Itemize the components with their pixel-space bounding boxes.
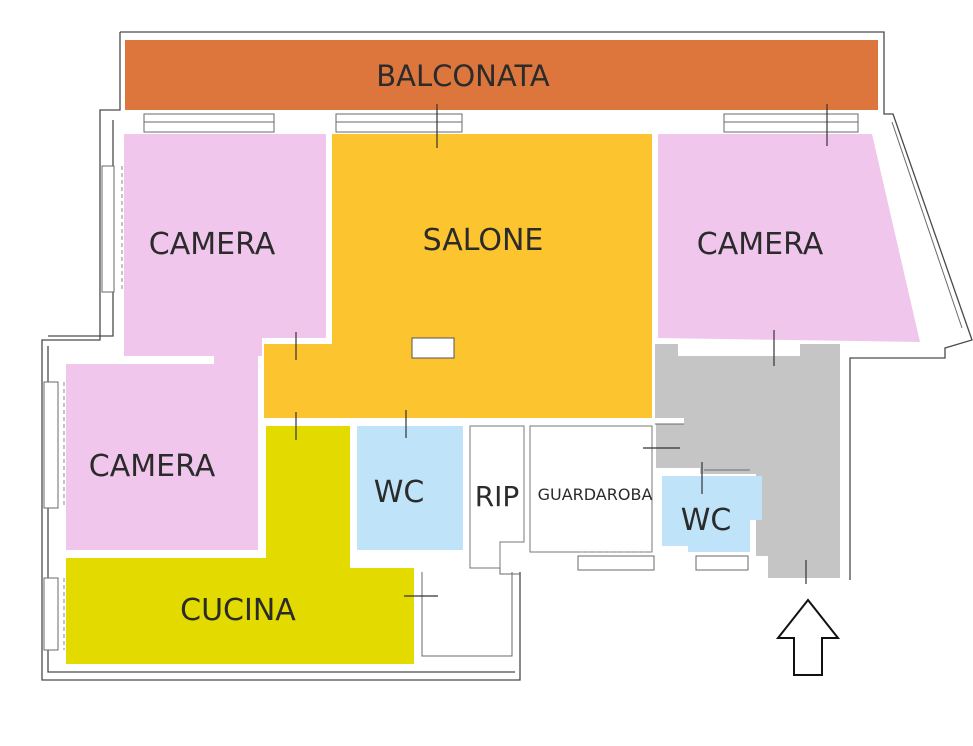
room-camera-right <box>658 134 920 342</box>
room-camera-lower <box>66 343 258 550</box>
room-wc-left <box>357 426 463 550</box>
room-label-cucina: CUCINA <box>180 593 296 628</box>
room-label-wc-right: WC <box>681 503 732 538</box>
room-balconata <box>125 40 878 110</box>
room-salone <box>264 134 652 418</box>
pillar <box>411 337 455 359</box>
dashed-lines <box>63 166 652 650</box>
room-label-wc-left: WC <box>374 475 425 510</box>
inner-walls <box>421 423 750 657</box>
room-label-rip: RIP <box>475 480 520 513</box>
room-guardaroba <box>529 425 653 553</box>
room-label-camera-lower: CAMERA <box>89 449 216 484</box>
room-label-salone: SALONE <box>423 223 544 258</box>
room-label-camera-right: CAMERA <box>697 227 824 262</box>
arrow-up-icon <box>775 598 841 676</box>
room-label-camera-left: CAMERA <box>149 227 276 262</box>
room-rip <box>469 425 525 569</box>
door-marks <box>295 104 828 597</box>
room-wc-right <box>662 476 762 552</box>
room-cucina <box>66 426 414 664</box>
room-label-balconata: BALCONATA <box>376 59 550 93</box>
room-camera-left <box>124 134 326 356</box>
room-label-guardaroba: GUARDAROBA <box>538 485 653 504</box>
windows <box>43 113 859 651</box>
room-disimpegno <box>655 344 840 578</box>
